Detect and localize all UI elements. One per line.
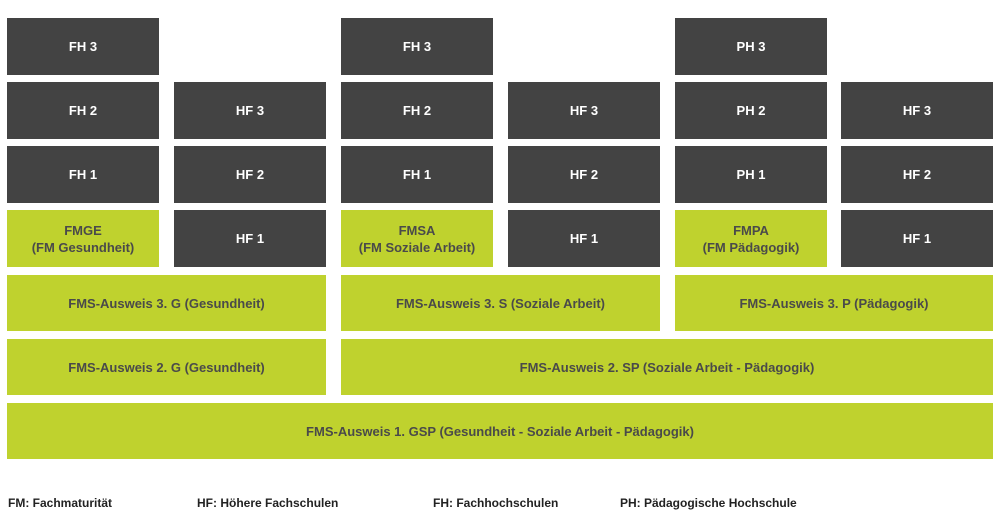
block-hf2-paedagogik: HF 2 [841,146,993,203]
block-sublabel: (FM Gesundheit) [31,239,135,255]
block-hf1-soziale-arbeit: HF 1 [508,210,660,267]
block-ausweis3-p: FMS-Ausweis 3. P (Pädagogik) [675,275,993,331]
block-hf1-paedagogik: HF 1 [841,210,993,267]
block-ph3: PH 3 [675,18,827,75]
block-hf3-soziale-arbeit: HF 3 [508,82,660,139]
block-label: HF 2 [569,167,599,182]
block-label: FMS-Ausweis 3. P (Pädagogik) [739,295,929,311]
block-label: FMS-Ausweis 2. SP (Soziale Arbeit - Päda… [519,359,815,375]
block-fmsa: FMSA(FM Soziale Arbeit) [341,210,493,267]
block-ph2: PH 2 [675,82,827,139]
block-label: HF 2 [235,167,265,182]
block-label: HF 3 [902,103,932,118]
block-label: FH 3 [68,39,98,54]
block-label: FH 2 [68,103,98,118]
block-fmpa: FMPA(FM Pädagogik) [675,210,827,267]
block-sublabel: (FM Soziale Arbeit) [358,239,476,255]
block-ausweis2-sp: FMS-Ausweis 2. SP (Soziale Arbeit - Päda… [341,339,993,395]
block-hf3-paedagogik: HF 3 [841,82,993,139]
block-label: HF 3 [235,103,265,118]
block-label: PH 3 [736,39,766,54]
block-sublabel: (FM Pädagogik) [702,239,800,255]
block-label: HF 3 [569,103,599,118]
block-label: FMS-Ausweis 3. S (Soziale Arbeit) [395,295,605,311]
block-label: FMGE [64,222,102,238]
legend-fh: FH: Fachhochschulen [433,496,559,510]
block-fh1-soziale-arbeit: FH 1 [341,146,493,203]
block-label: HF 1 [235,231,265,246]
block-label: FH 2 [402,103,432,118]
block-ausweis2-g: FMS-Ausweis 2. G (Gesundheit) [7,339,326,395]
block-label: FMSA [398,222,436,238]
block-fh2-soziale-arbeit: FH 2 [341,82,493,139]
legend-hf: HF: Höhere Fachschulen [197,496,339,510]
block-label: PH 1 [736,167,766,182]
block-label: HF 1 [569,231,599,246]
block-hf1-gesundheit: HF 1 [174,210,326,267]
block-fh1-gesundheit: FH 1 [7,146,159,203]
block-ausweis3-g: FMS-Ausweis 3. G (Gesundheit) [7,275,326,331]
block-label: PH 2 [736,103,766,118]
block-label: HF 1 [902,231,932,246]
block-label: FMS-Ausweis 2. G (Gesundheit) [68,359,265,375]
legend-fm: FM: Fachmaturität [8,496,113,510]
block-label: FMS-Ausweis 3. G (Gesundheit) [68,295,265,311]
block-label: FH 3 [402,39,432,54]
block-fh2-gesundheit: FH 2 [7,82,159,139]
block-fh3-soziale-arbeit: FH 3 [341,18,493,75]
block-ausweis3-s: FMS-Ausweis 3. S (Soziale Arbeit) [341,275,660,331]
block-hf3-gesundheit: HF 3 [174,82,326,139]
block-label: FMS-Ausweis 1. GSP (Gesundheit - Soziale… [306,423,694,439]
block-ph1: PH 1 [675,146,827,203]
block-ausweis1-gsp: FMS-Ausweis 1. GSP (Gesundheit - Soziale… [7,403,993,459]
legend-ph: PH: Pädagogische Hochschule [620,496,797,510]
block-fh3-gesundheit: FH 3 [7,18,159,75]
block-label: FH 1 [402,167,432,182]
block-fmge: FMGE(FM Gesundheit) [7,210,159,267]
block-hf2-soziale-arbeit: HF 2 [508,146,660,203]
block-label: FH 1 [68,167,98,182]
block-label: FMPA [733,222,769,238]
block-hf2-gesundheit: HF 2 [174,146,326,203]
block-label: HF 2 [902,167,932,182]
